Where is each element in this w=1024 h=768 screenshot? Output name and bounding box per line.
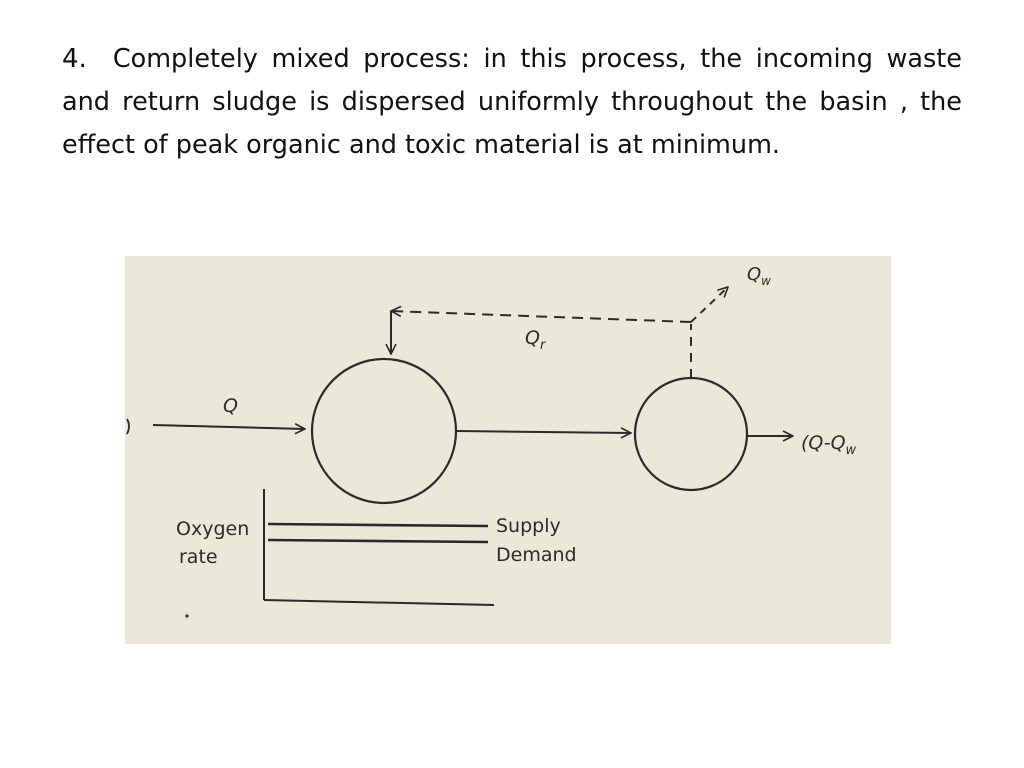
y-axis-label-line2: rate [179, 546, 218, 568]
recycle-label-sub: r [540, 338, 547, 353]
process-diagram: Q (Q-Qw Qr Qw Oxygen rate Supply Demand [125, 256, 891, 644]
y-axis-label-line1: Oxygen [176, 518, 249, 540]
paragraph-text: Completely mixed process: in this proces… [62, 44, 962, 160]
aeration-tank [310, 357, 458, 505]
speck [185, 614, 189, 618]
recycle-label-main: Q [525, 327, 540, 349]
demand-line [267, 538, 489, 544]
supply-line [267, 522, 489, 528]
paragraph-number: 4. [62, 44, 87, 74]
effluent-label: (Q-Qw [801, 432, 857, 458]
clarifier [633, 376, 749, 492]
recycle-label: Qr [525, 327, 547, 353]
influent-arrow [152, 425, 305, 429]
supply-label: Supply [496, 515, 561, 537]
waste-label-main: Q [747, 264, 761, 285]
influent-label: Q [223, 395, 238, 417]
paragraph: 4.Completely mixed process: in this proc… [62, 38, 962, 167]
oxygen-x-axis [263, 599, 495, 606]
return-sludge-line [391, 311, 692, 323]
waste-sludge-arrow [690, 287, 728, 323]
waste-label: Qw [747, 264, 771, 288]
effluent-label-main: (Q-Q [801, 432, 846, 454]
process-diagram-svg: Q (Q-Qw Qr Qw Oxygen rate Supply Demand [126, 264, 857, 618]
demand-label: Demand [496, 544, 577, 566]
waste-label-sub: w [761, 274, 771, 288]
edge-mark [126, 418, 130, 435]
effluent-label-sub: w [846, 443, 857, 458]
mixed-liquor-arrow [455, 431, 631, 433]
